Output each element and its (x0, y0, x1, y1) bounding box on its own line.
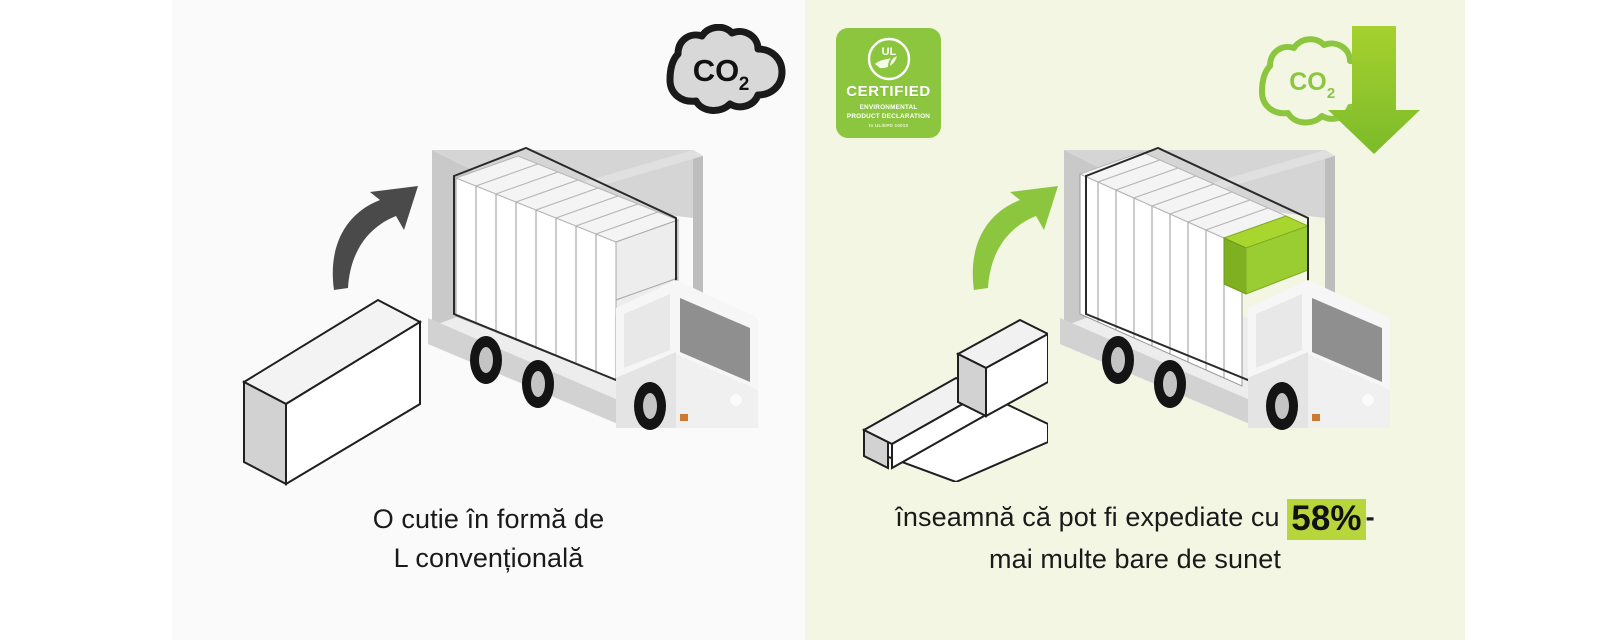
truck-optimized (1050, 128, 1396, 433)
l-shaped-box (852, 282, 1051, 484)
conventional-box-shape (222, 276, 423, 486)
co2-label-right: CO (1289, 68, 1327, 96)
ul-mark-label: UL (881, 46, 896, 58)
optimized-caption-suffix: - (1365, 502, 1375, 532)
down-arrow-icon (1328, 26, 1420, 154)
truck-conventional (418, 128, 764, 433)
optimized-caption: înseamnă că pot fi expediate cu 58%- mai… (805, 498, 1465, 579)
co2-label-left: CO (693, 53, 740, 88)
conventional-caption-line2: L convențională (393, 543, 584, 574)
optimized-caption-prefix: înseamnă că pot fi expediate cu (895, 502, 1280, 532)
curved-arrow-green-icon (958, 178, 1070, 292)
conventional-caption-line1: O cutie în formă de (372, 504, 605, 534)
badge-certified-label: CERTIFIED (846, 83, 931, 100)
ul-epd-certified-badge: UL CERTIFIED ENVIRONMENTAL PRODUCT DECLA… (836, 28, 941, 138)
co2-cloud-dark-icon: CO 2 (640, 23, 790, 124)
co2-cloud-green-with-down-arrow-icon: CO 2 (1248, 18, 1438, 158)
curved-arrow-dark-icon (318, 178, 430, 292)
badge-subtitle: ENVIRONMENTAL PRODUCT DECLARATION (845, 103, 933, 122)
optimized-caption-line1: înseamnă că pot fi expediate cu 58%- (805, 498, 1465, 540)
conventional-caption: O cutie în formă de L convențională (172, 500, 805, 578)
badge-standard-label: to UL/EPD 10010 (868, 122, 909, 128)
percent-highlight: 58% (1287, 499, 1366, 540)
co2-subscript-left: 2 (739, 74, 750, 95)
badge-subtitle-line2: PRODUCT DECLARATION (846, 113, 931, 121)
optimized-caption-line2: mai multe bare de sunet (989, 544, 1281, 574)
co2-subscript-right: 2 (1327, 85, 1335, 102)
badge-subtitle-line1: ENVIRONMENTAL (859, 104, 918, 111)
ul-mark-icon: UL (867, 37, 910, 81)
